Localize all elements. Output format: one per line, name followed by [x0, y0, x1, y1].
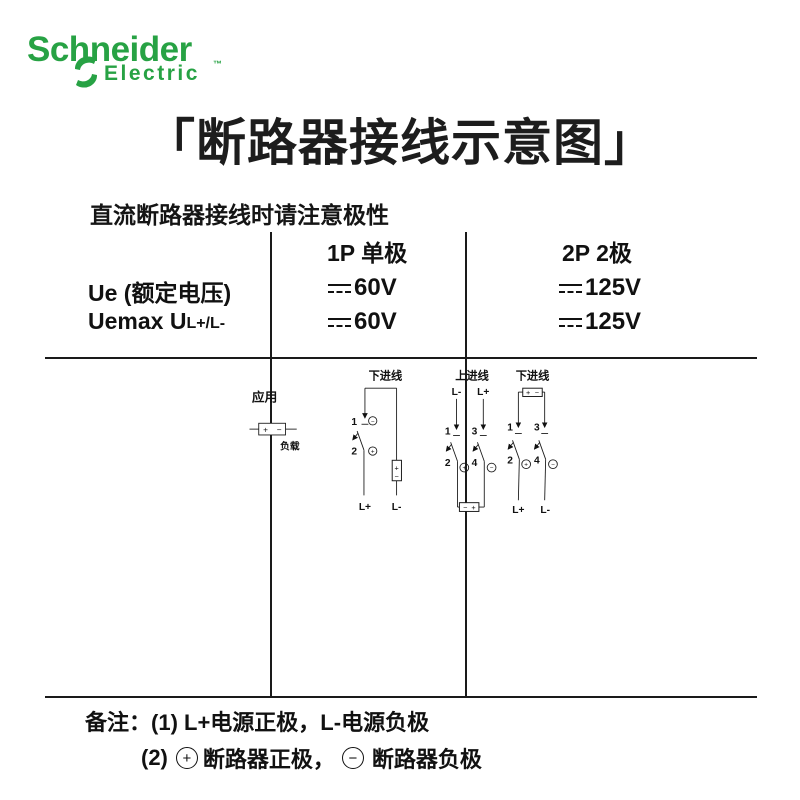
value-text: 125V	[585, 308, 642, 335]
terminal-label-1: 1	[445, 426, 451, 437]
minus-circle-icon	[368, 416, 378, 426]
battery-minus: −	[535, 388, 539, 397]
dc-symbol-icon	[328, 282, 353, 295]
row-label-uemax: Uemax UL+/L-	[88, 308, 225, 335]
battery-minus: −	[394, 472, 398, 481]
battery-plus: +	[471, 503, 475, 512]
plus-circle-icon	[459, 462, 470, 473]
minus-symbol: −	[551, 462, 555, 469]
brand-trademark: ™	[213, 59, 222, 69]
lplus-label: L+	[477, 387, 489, 398]
plus-symbol: +	[371, 448, 375, 455]
row-label-ue: Ue (额定电压)	[88, 280, 232, 306]
switch-arrow	[533, 441, 541, 450]
value-ue-2p: 125V	[559, 273, 641, 303]
terminal-label-1: 1	[507, 423, 513, 434]
load-minus: −	[277, 426, 282, 435]
value-text: 60V	[354, 274, 397, 301]
value-uemax-1p: 60V	[328, 307, 397, 337]
column-header-1p: 1P 单极	[327, 240, 408, 266]
load-plus: +	[263, 426, 268, 435]
dc-symbol-icon	[559, 282, 584, 295]
terminal-label-2: 2	[351, 446, 357, 457]
minus-symbol: −	[490, 465, 494, 472]
plus-symbol: +	[524, 462, 528, 469]
terminal-label-4: 4	[472, 458, 478, 469]
value-ue-1p: 60V	[328, 273, 397, 303]
minus-symbol: −	[348, 749, 358, 767]
switch-blade	[538, 440, 547, 460]
lminus-label: L-	[392, 502, 402, 513]
dc-symbol-icon	[328, 316, 353, 329]
table-divider-vertical-2	[465, 232, 467, 697]
switch-arrow	[445, 443, 452, 452]
diagram-1p-bottom-feed: 下进线 1 2 − + + − L+ L-	[351, 368, 403, 513]
switch-arrow	[352, 432, 359, 441]
minus-circle-icon	[548, 459, 558, 470]
minus-symbol: −	[371, 418, 375, 425]
row-label-uemax-sub: L+/L-	[186, 315, 226, 332]
switch-blade	[512, 440, 520, 460]
battery-symbol	[458, 502, 480, 512]
plus-symbol: +	[182, 749, 192, 767]
switch-blade	[477, 442, 485, 462]
plus-circle-icon: +	[175, 747, 198, 769]
column-header-2p: 2P 2极	[562, 240, 632, 266]
schneider-logo-icon	[74, 56, 98, 88]
subtitle: 直流断路器接线时请注意极性	[90, 202, 389, 228]
application-diagrams-svg: 应用 + − 负载 下进线	[249, 368, 558, 516]
plus-circle-icon	[368, 446, 378, 456]
note-line-2: (2) + 断路器正极，−断路器负极	[141, 742, 482, 774]
battery-plus: +	[394, 464, 398, 473]
note-line-1: 备注：(1) L+电源正极，L-电源负极	[85, 705, 429, 737]
application-label: 应用	[252, 389, 277, 404]
application-left-column: 应用 + − 负载	[249, 389, 300, 453]
switch-arrow	[472, 443, 479, 452]
minus-circle-icon: −	[341, 747, 364, 769]
lminus-label: L-	[540, 505, 550, 516]
notes-prefix: 备注：	[85, 710, 152, 735]
switch-arrow	[507, 441, 514, 450]
minus-circle-icon	[486, 462, 497, 473]
diagram-2p-top-feed: 上进线 L- L+ 1 3 2	[445, 368, 497, 512]
lplus-label: L+	[359, 502, 371, 513]
value-text: 125V	[585, 274, 642, 301]
table-divider-horizontal-top	[45, 357, 757, 359]
lplus-label: L+	[512, 505, 524, 516]
battery-plus: +	[526, 388, 530, 397]
load-symbol	[249, 422, 297, 436]
diagram-title: 下进线	[369, 368, 403, 382]
terminal-label-1: 1	[351, 417, 357, 428]
brand-name: Schneider	[27, 30, 192, 69]
dc-symbol-icon	[559, 316, 584, 329]
switch-blade	[356, 430, 365, 451]
brand-sub-name: Electric	[104, 62, 200, 85]
terminal-label-4: 4	[534, 456, 540, 467]
note-item-1: (1) L+电源正极，L-电源负极	[151, 710, 430, 735]
page-title: 「断路器接线示意图」	[145, 115, 655, 171]
note-item-2-neg-text: 断路器负极	[371, 747, 482, 772]
terminal-label-3: 3	[472, 426, 478, 437]
load-label: 负载	[280, 440, 300, 453]
diagram-2p-bottom-feed: 下进线 + − 1 3 2 4	[507, 368, 558, 516]
plus-circle-icon	[521, 459, 531, 470]
terminal-label-3: 3	[534, 423, 540, 434]
plus-symbol: +	[462, 465, 466, 472]
diagram-title: 下进线	[516, 368, 550, 382]
note-item-2-number: (2)	[141, 745, 168, 770]
value-uemax-2p: 125V	[559, 307, 641, 337]
table-divider-horizontal-bottom	[45, 696, 757, 698]
wire	[544, 459, 547, 501]
diagram-title: 上进线	[455, 368, 489, 382]
value-text: 60V	[354, 308, 397, 335]
note-item-2-pos-text: 断路器正极，	[202, 747, 335, 772]
battery-minus: −	[463, 503, 467, 512]
lminus-label: L-	[452, 387, 462, 398]
switch-blade	[450, 442, 458, 462]
terminal-label-2: 2	[445, 458, 451, 469]
wire	[517, 459, 520, 501]
terminal-label-2: 2	[507, 456, 513, 467]
row-label-uemax-main: Uemax U	[88, 308, 187, 334]
table-divider-vertical-1	[270, 232, 272, 697]
